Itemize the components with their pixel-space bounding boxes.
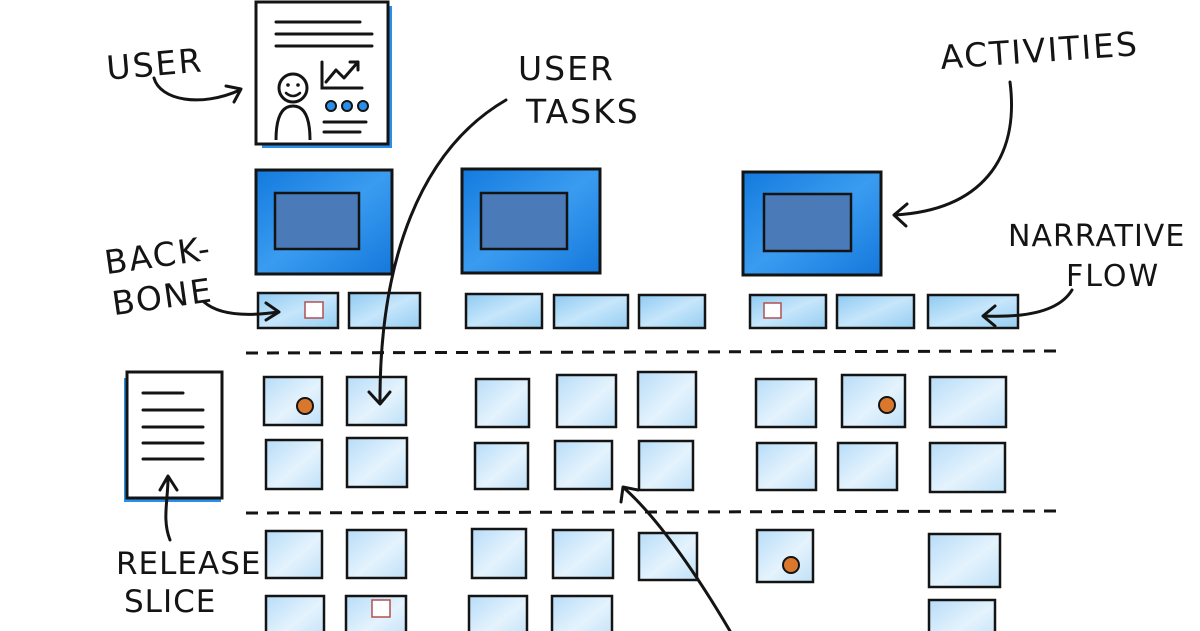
arrow — [982, 288, 1074, 318]
arrow — [622, 486, 732, 631]
persona-card — [254, 0, 392, 148]
release-divider — [245, 509, 1063, 515]
task-card — [927, 598, 997, 631]
label-narrative-1: NARRATIVE — [1008, 219, 1185, 254]
progress-dots-icon — [325, 100, 369, 112]
task-card — [555, 373, 618, 429]
arrowhead — [264, 301, 281, 322]
arrow — [202, 300, 280, 316]
label-user: USER — [105, 40, 205, 87]
activity-card — [460, 167, 602, 275]
note-icon — [763, 302, 782, 319]
backbone-card — [748, 293, 828, 330]
arrowhead — [892, 202, 909, 228]
label-user-tasks-2: TASKS — [525, 92, 640, 131]
task-card — [264, 529, 324, 580]
task-card — [836, 441, 899, 492]
task-card — [637, 531, 699, 582]
label-activities: ACTIVITIES — [939, 24, 1140, 77]
label-release-1: RELEASE — [116, 546, 261, 582]
task-card — [637, 439, 695, 492]
task-card — [755, 528, 815, 584]
activity-card — [254, 168, 394, 276]
task-card — [345, 528, 408, 580]
priority-dot-icon — [782, 556, 800, 574]
backbone-divider — [245, 349, 1059, 355]
task-card — [474, 377, 531, 429]
activity-card — [741, 170, 883, 277]
backbone-card — [256, 291, 340, 330]
task-card — [928, 441, 1007, 494]
priority-dot-icon — [296, 397, 314, 415]
arrow — [152, 76, 242, 102]
task-card — [551, 528, 615, 580]
arrowhead — [224, 84, 243, 104]
task-card — [345, 436, 409, 489]
arrow — [378, 98, 508, 402]
task-card — [840, 373, 907, 429]
task-card — [928, 375, 1008, 429]
backbone-card — [464, 292, 544, 330]
arrowhead — [619, 485, 640, 504]
task-card — [927, 532, 1002, 589]
note-icon — [371, 599, 391, 618]
label-release-2: SLICE — [124, 584, 216, 620]
release-document — [124, 370, 224, 502]
label-user-tasks-1: USER — [518, 49, 615, 88]
note-icon — [304, 301, 324, 319]
arrow — [164, 476, 172, 542]
task-card — [262, 375, 324, 427]
arrow — [893, 80, 1013, 217]
task-card — [264, 594, 326, 631]
backbone-card — [926, 293, 1020, 330]
task-card — [345, 375, 408, 427]
task-card — [467, 594, 529, 631]
label-narrative-2: FLOW — [1066, 259, 1160, 294]
arrowhead — [367, 390, 392, 406]
task-card — [264, 438, 324, 491]
arrowhead — [158, 474, 179, 492]
backbone-card — [835, 293, 916, 330]
task-card — [470, 527, 528, 580]
task-card — [754, 377, 818, 429]
task-card — [553, 439, 614, 491]
backbone-card — [552, 293, 630, 330]
annotation-arrows — [152, 76, 1074, 631]
task-grid — [262, 370, 1008, 631]
backbone-card — [637, 293, 707, 330]
person-icon — [274, 72, 312, 141]
task-card — [550, 594, 614, 631]
arrowhead — [981, 304, 997, 328]
task-card — [755, 441, 818, 492]
task-card — [636, 370, 698, 429]
backbone-row — [256, 291, 1020, 330]
trend-chart-icon — [320, 60, 364, 90]
priority-dot-icon — [878, 396, 896, 414]
task-card — [473, 441, 530, 491]
